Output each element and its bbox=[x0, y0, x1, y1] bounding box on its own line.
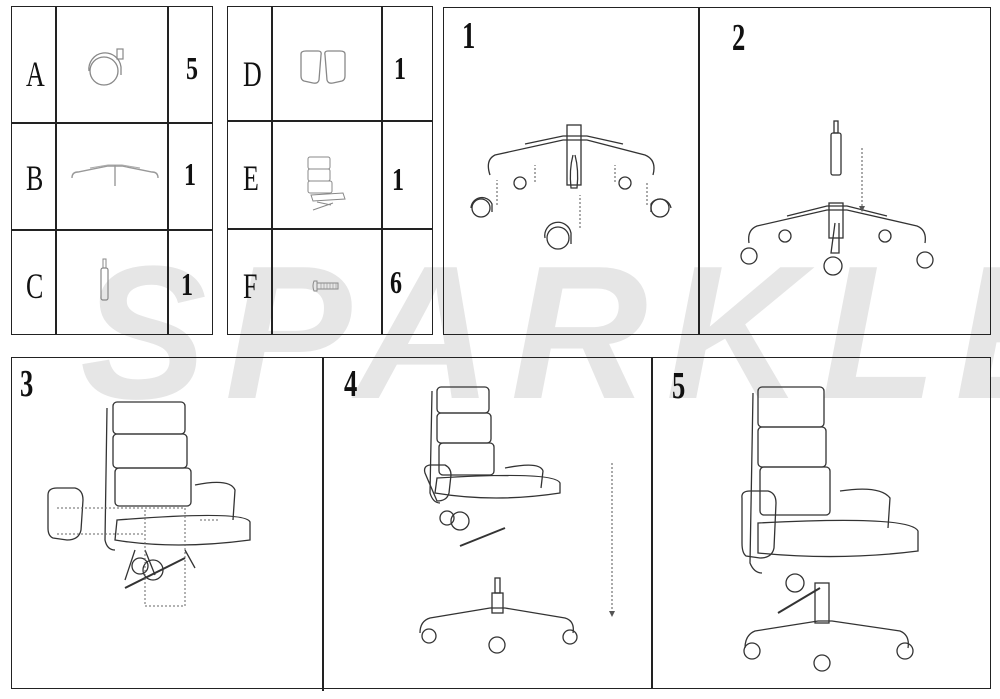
gas-lift-icon bbox=[100, 258, 109, 301]
steps-1-2-panel bbox=[443, 7, 991, 335]
parts-table-right bbox=[227, 6, 433, 335]
part-qty-c: 1 bbox=[181, 266, 193, 302]
screw-icon bbox=[312, 280, 339, 292]
step-number-4: 4 bbox=[344, 363, 358, 405]
part-qty-d: 1 bbox=[394, 50, 406, 86]
part-qty-a: 5 bbox=[186, 50, 198, 86]
armrests-icon bbox=[300, 50, 346, 84]
step-number-1: 1 bbox=[462, 15, 476, 57]
part-qty-f: 6 bbox=[390, 264, 402, 300]
step-5-assembled-chair-illustration bbox=[741, 386, 919, 672]
step-number-2: 2 bbox=[732, 17, 746, 59]
step-4-seat-onto-base-illustration bbox=[419, 386, 615, 654]
step-1-casters-base-illustration bbox=[470, 124, 672, 250]
part-letter-f: F bbox=[243, 266, 258, 306]
parts-table-left bbox=[11, 6, 213, 335]
steps-3-5-panel bbox=[11, 357, 991, 689]
part-qty-b: 1 bbox=[184, 156, 196, 192]
caster-wheel-icon bbox=[88, 48, 124, 86]
part-letter-c: C bbox=[26, 266, 44, 306]
part-letter-d: D bbox=[243, 54, 262, 94]
step-3-armrest-illustration bbox=[47, 401, 251, 607]
seat-backrest-icon bbox=[307, 156, 346, 211]
watermark: SPARKLE bbox=[80, 227, 1000, 439]
step-number-3: 3 bbox=[20, 363, 34, 405]
step-2-gas-lift-illustration bbox=[740, 120, 934, 276]
part-qty-e: 1 bbox=[392, 161, 404, 197]
part-letter-e: E bbox=[243, 158, 259, 198]
star-base-icon bbox=[71, 164, 159, 186]
part-letter-a: A bbox=[26, 54, 45, 94]
part-letter-b: B bbox=[26, 158, 44, 198]
step-number-5: 5 bbox=[672, 365, 686, 407]
